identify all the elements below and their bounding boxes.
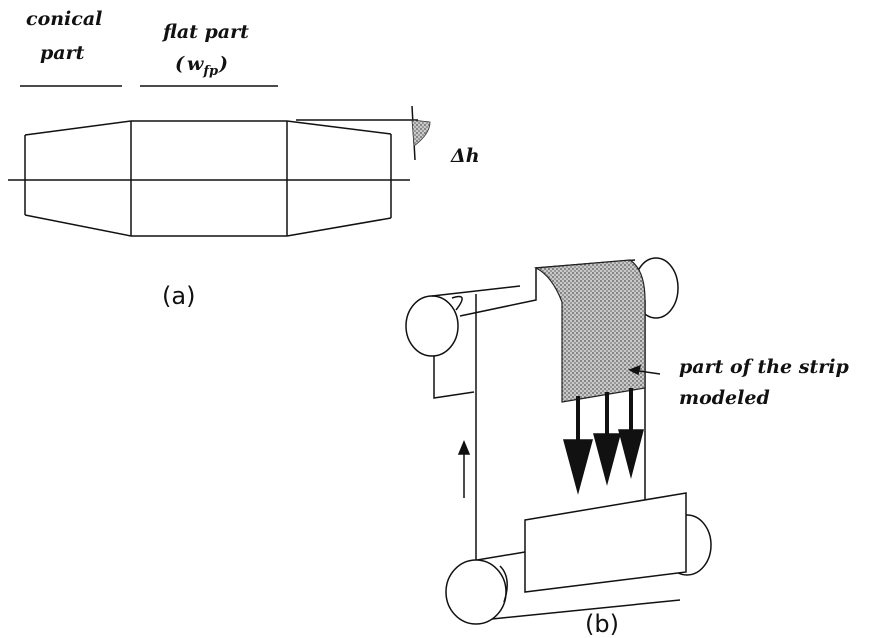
delta-h-label: Δh — [450, 145, 480, 167]
top-left-roll-back — [451, 295, 463, 311]
bottom-strip-flap — [524, 492, 687, 593]
flat-part-label-line2: (wfp) — [175, 53, 228, 79]
delta-h-hatch — [411, 119, 431, 147]
strip-label-line2: modeled — [679, 387, 770, 409]
right-cone-top — [286, 120, 392, 135]
bottom-roll-body — [476, 551, 681, 621]
load-arrow-2-head — [593, 433, 621, 486]
conical-part-label-line1: conical — [26, 8, 102, 30]
conical-part-label-line2: part — [40, 42, 85, 64]
strip-label-line1: part of the strip — [679, 356, 849, 378]
top-left-roll-body — [431, 285, 521, 297]
roll-profile-diagram — [8, 85, 431, 237]
strip-rolls-diagram — [405, 257, 712, 625]
caption-a: (a) — [162, 282, 195, 310]
flat-paren-close: ) — [218, 53, 228, 75]
flat-part-label-line1: flat part — [161, 21, 249, 43]
load-arrow-1-head — [563, 439, 593, 495]
flat-width-symbol: w — [187, 53, 204, 75]
top-left-roll-end — [405, 295, 459, 357]
right-cone-bottom — [286, 217, 392, 237]
caption-b: (b) — [585, 610, 619, 638]
bottom-left-roll-end — [445, 559, 507, 625]
flat-width-subscript: fp — [202, 64, 218, 79]
load-arrow-3-head — [618, 429, 644, 479]
left-cone-top — [24, 120, 132, 136]
strip-motion-arrow-head — [457, 440, 471, 455]
modeled-strip-region — [533, 259, 646, 403]
left-cone-bottom — [24, 214, 132, 237]
flat-paren-open: ( — [175, 53, 185, 75]
strip-left-flap — [433, 356, 475, 399]
bottom-left-roll-back — [499, 565, 508, 603]
strip-label-pointer-head — [628, 364, 642, 376]
